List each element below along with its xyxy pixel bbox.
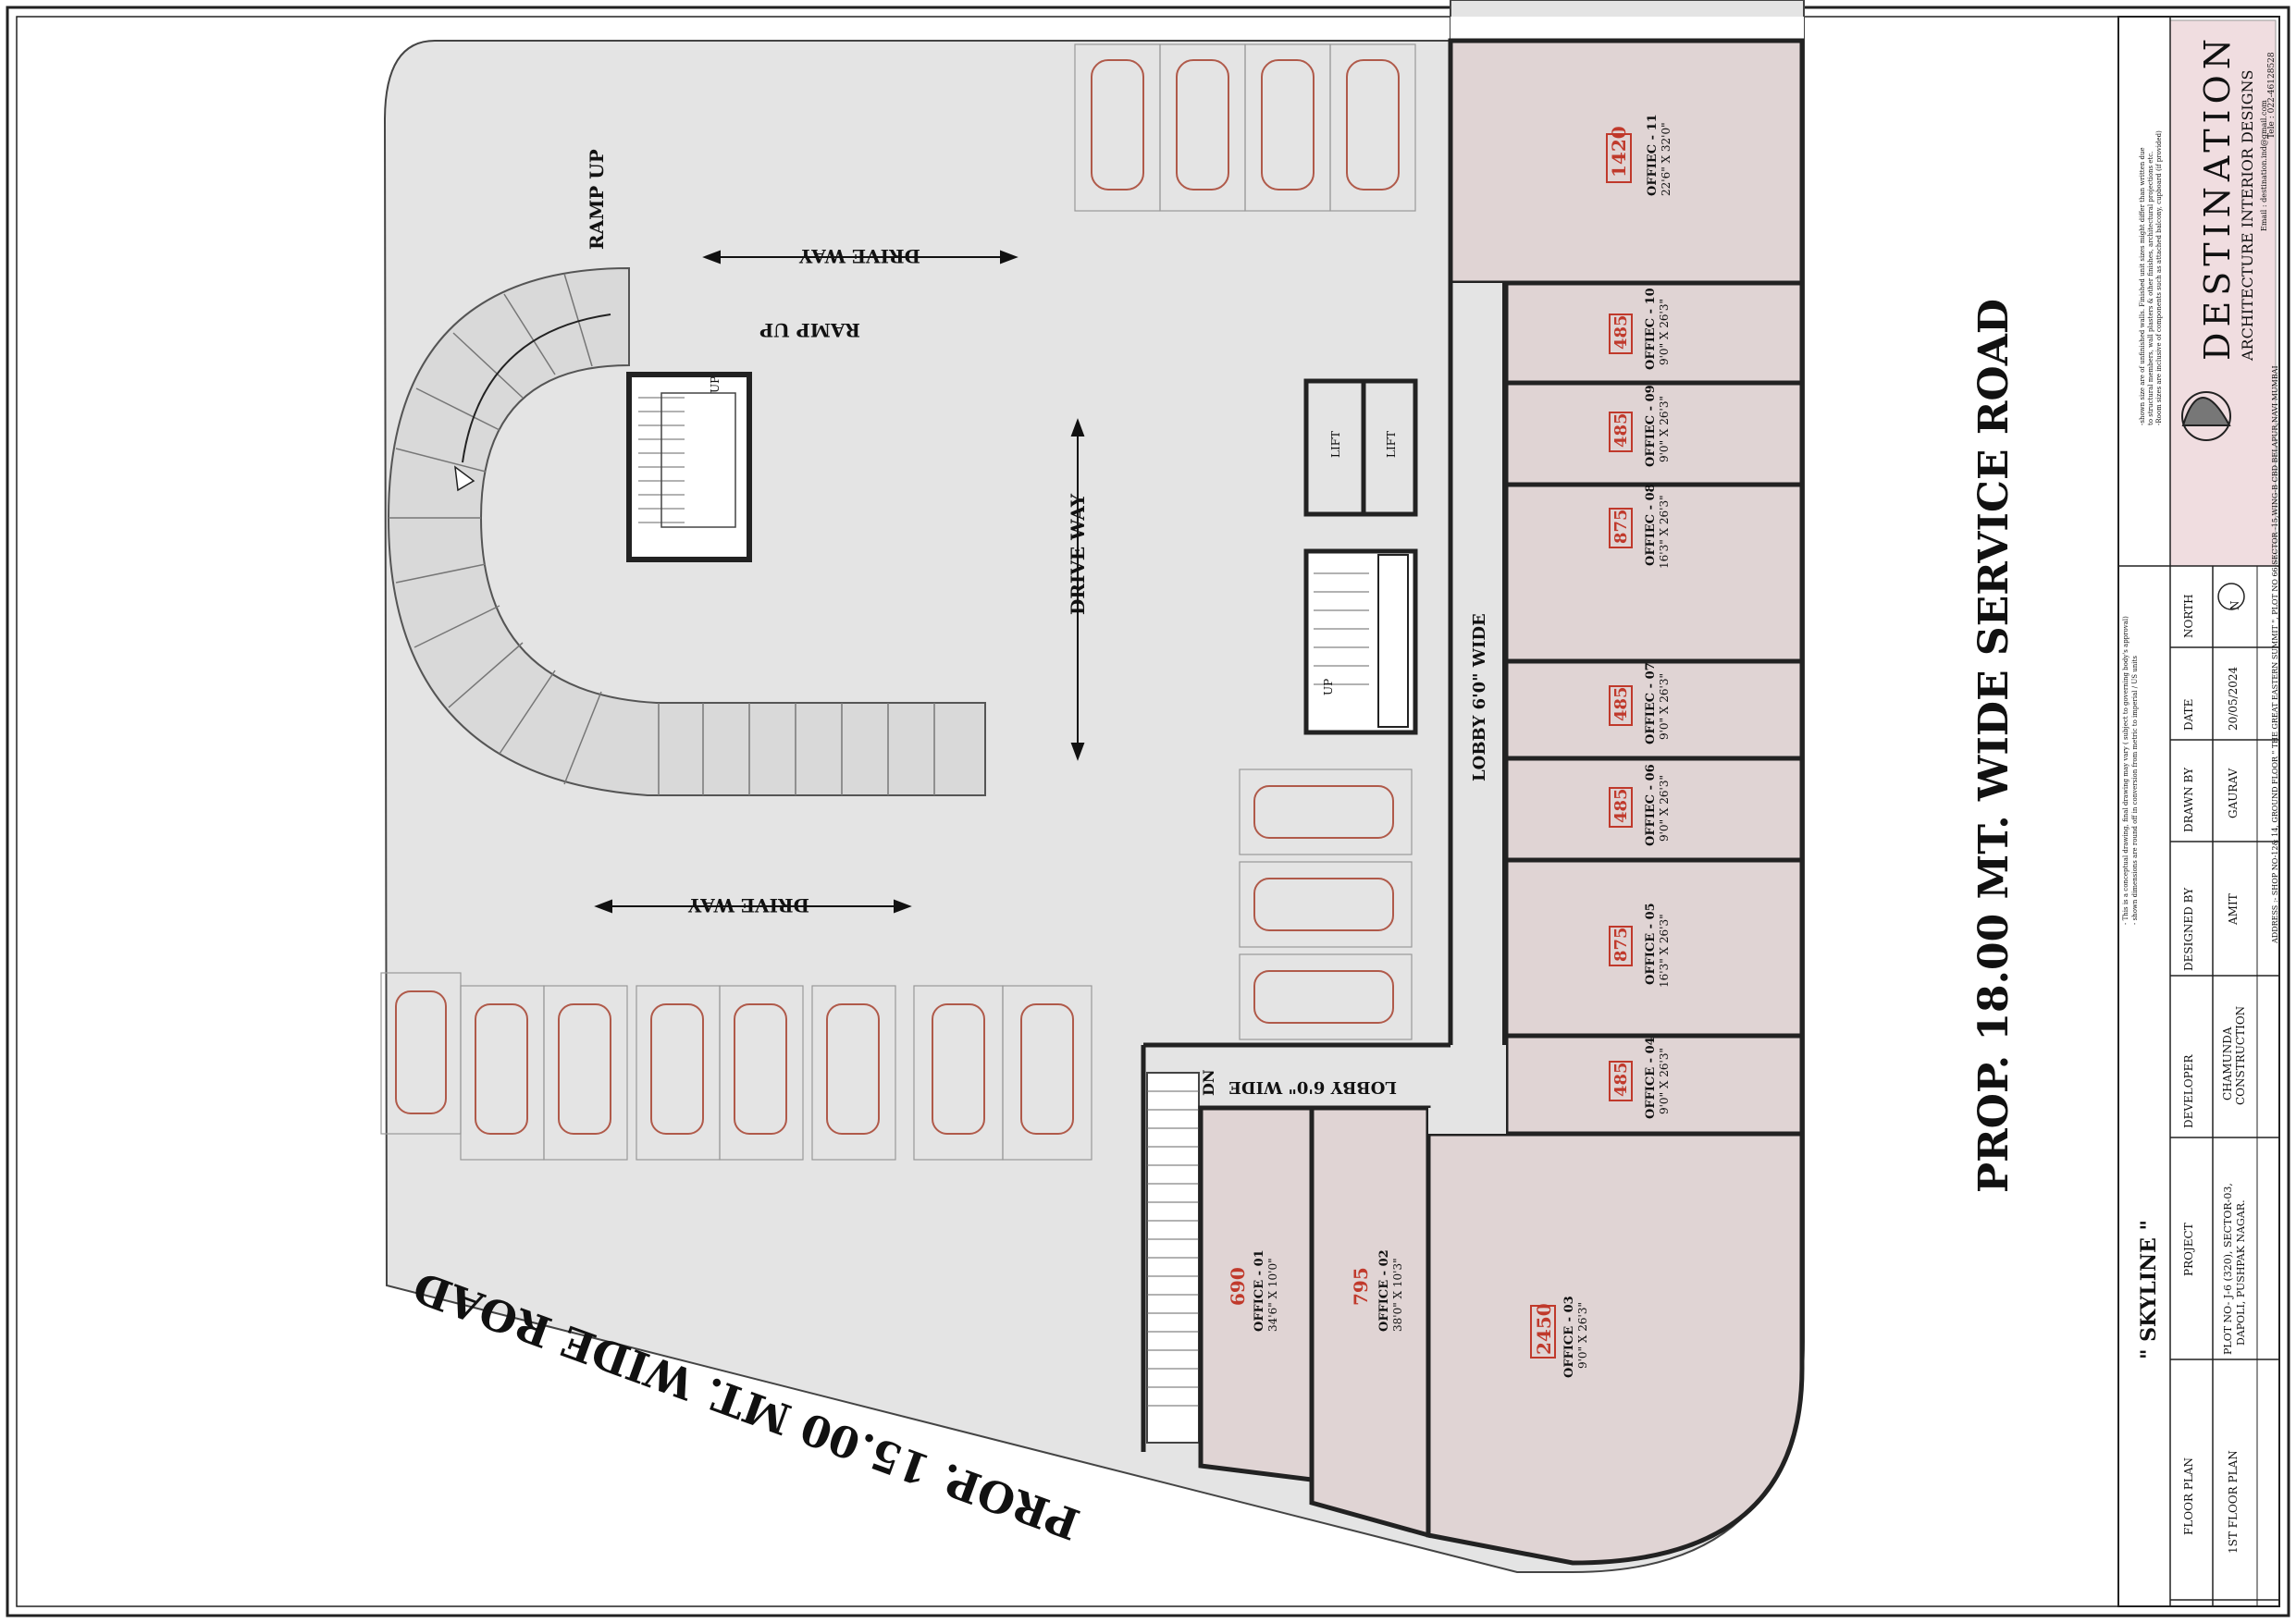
unit-office-03: 2450 OFFICE - 03 9'0" X 26'3" [1530, 1296, 1589, 1378]
drive-way-label-bottom: DRIVE WAY [687, 894, 809, 916]
svg-text:875: 875 [1611, 927, 1631, 962]
svg-text:N: N [2228, 601, 2241, 611]
svg-text:OFFICE - 02: OFFICE - 02 [1377, 1249, 1391, 1332]
svg-text:DATE: DATE [2182, 699, 2195, 731]
svg-text:- shown dimensions are round o: - shown dimensions are round off in conv… [2131, 656, 2139, 925]
building-core [1141, 38, 1805, 1566]
svg-text:FLOOR PLAN: FLOOR PLAN [2182, 1457, 2195, 1535]
svg-text:9'0" X 26'3": 9'0" X 26'3" [1658, 1048, 1671, 1114]
svg-text:DRAWN BY: DRAWN BY [2182, 767, 2195, 832]
svg-text:20/05/2024: 20/05/2024 [2227, 666, 2240, 731]
svg-text:OFFICE - 01: OFFICE - 01 [1253, 1249, 1266, 1332]
svg-text:16'3" X 26'3": 16'3" X 26'3" [1658, 495, 1671, 569]
svg-text:485: 485 [1611, 686, 1631, 721]
lobby-label-vertical: LOBBY 6'0" WIDE [1470, 613, 1489, 781]
lobby-label-horizontal: LOBBY 6'0" WIDE [1228, 1077, 1397, 1097]
svg-text:- This is a conceptual drawing: - This is a conceptual drawing, final dr… [2122, 616, 2129, 925]
svg-text:OFFIEC - 09: OFFIEC - 09 [1644, 385, 1658, 467]
svg-text:NORTH: NORTH [2182, 594, 2195, 638]
svg-text:38'0" X 10'3": 38'0" X 10'3" [1391, 1258, 1404, 1332]
company-tagline: ARCHITECTURE INTERIOR DESIGNS [2239, 70, 2256, 363]
ramp [387, 266, 986, 796]
svg-text:OFFIEC - 08: OFFIEC - 08 [1644, 484, 1658, 566]
svg-text:OFFIEC - 06: OFFIEC - 06 [1644, 764, 1658, 846]
up-label-east: UP [1322, 679, 1335, 695]
svg-text:OFFIEC - 10: OFFIEC - 10 [1644, 288, 1658, 370]
svg-text:9'0" X 26'3": 9'0" X 26'3" [1658, 299, 1671, 365]
stair-core-west [626, 372, 752, 562]
svg-text:AMIT: AMIT [2227, 893, 2240, 926]
ramp-up-label-2: RAMP UP [759, 319, 860, 341]
lift-label-2: LIFT [1385, 431, 1398, 458]
drive-way-label-top: DRIVE WAY [798, 245, 920, 267]
svg-text:9'0" X 26'3": 9'0" X 26'3" [1658, 775, 1671, 842]
svg-text:875: 875 [1611, 509, 1631, 544]
svg-text:485: 485 [1611, 788, 1631, 823]
svg-text:22'6" X 32'0": 22'6" X 32'0" [1660, 122, 1673, 196]
svg-text:PROJECT: PROJECT [2182, 1223, 2195, 1276]
unit-office-05: 875 OFFICE - 05 16'3" X 26'3" [1609, 903, 1671, 988]
svg-text:to structural members, wall pl: to structural members, wall plasters & o… [2147, 152, 2154, 425]
address: ADDRESS :- SHOP NO-12& 14, GROUND FLOOR … [2271, 365, 2279, 944]
company-name: DESTINATION [2197, 33, 2238, 361]
svg-text:GAURAV: GAURAV [2227, 768, 2240, 818]
unit-office-02: 795 OFFICE - 02 38'0" X 10'3" [1350, 1249, 1404, 1332]
svg-text:1ST FLOOR PLAN: 1ST FLOOR PLAN [2227, 1450, 2240, 1554]
svg-text:2450: 2450 [1533, 1303, 1555, 1355]
svg-text:9'0" X 26'3": 9'0" X 26'3" [1658, 673, 1671, 740]
svg-text:OFFIEC - 07: OFFIEC - 07 [1644, 662, 1658, 744]
svg-text:CHAMUNDA: CHAMUNDA [2221, 1027, 2234, 1100]
unit-office-11: 1420 OFFIEC - 11 22'6" X 32'0" [1606, 114, 1673, 196]
svg-text:CONSTRUCTION: CONSTRUCTION [2234, 1006, 2247, 1105]
ramp-up-label: RAMP UP [586, 149, 608, 250]
svg-text:DAPOLI, PUSHPAK NAGAR.: DAPOLI, PUSHPAK NAGAR. [2235, 1199, 2247, 1346]
svg-text:34'6" X 10'0": 34'6" X 10'0" [1266, 1258, 1279, 1332]
company-tele: Tele : 022-46128528 [2267, 52, 2277, 139]
svg-text:OFFICE - 05: OFFICE - 05 [1644, 903, 1658, 985]
svg-text:795: 795 [1350, 1267, 1372, 1306]
unit-office-01: 690 OFFICE - 01 34'6" X 10'0" [1227, 1249, 1279, 1332]
unit-office-09: 485 OFFIEC - 09 9'0" X 26'3" [1609, 385, 1671, 467]
project-name: " SKYLINE " [2137, 1220, 2161, 1359]
title-block: DESTINATION ARCHITECTURE INTERIOR DESIGN… [2117, 16, 2280, 1607]
svg-text:16'3" X 26'3": 16'3" X 26'3" [1658, 914, 1671, 988]
unit-office-10: 485 OFFIEC - 10 9'0" X 26'3" [1609, 288, 1671, 370]
drive-way-arrows [594, 250, 1085, 914]
svg-text:485: 485 [1611, 1062, 1631, 1097]
svg-text:PLOT NO- J-6 (320), SECTOR-03,: PLOT NO- J-6 (320), SECTOR-03, [2222, 1183, 2234, 1355]
lift-label-1: LIFT [1329, 431, 1342, 458]
drive-way-label-vertical: DRIVE WAY [1067, 493, 1089, 615]
dn-label: DN [1200, 1070, 1217, 1097]
company-email: Email : destination.ind@gmail.com [2260, 100, 2268, 231]
svg-text:DESIGNED BY: DESIGNED BY [2182, 887, 2195, 971]
svg-text:OFFICE - 04: OFFICE - 04 [1644, 1037, 1658, 1119]
unit-office-06: 485 OFFIEC - 06 9'0" X 26'3" [1609, 764, 1671, 846]
svg-text:9'0" X 26'3": 9'0" X 26'3" [1658, 396, 1671, 462]
up-label-west: UP [709, 376, 722, 393]
svg-text:485: 485 [1611, 314, 1631, 350]
road-east-label: PROP. 18.00 MT. WIDE SERVICE ROAD [1970, 299, 2018, 1193]
svg-text:-shown size are of unfinished: -shown size are of unfinished walls. Fin… [2139, 147, 2146, 425]
unit-office-08: 875 OFFIEC - 08 16'3" X 26'3" [1609, 484, 1671, 569]
unit-office-04: 485 OFFICE - 04 9'0" X 26'3" [1609, 1037, 1671, 1119]
svg-text:DEVELOPER: DEVELOPER [2182, 1054, 2195, 1128]
svg-text:OFFICE - 03: OFFICE - 03 [1562, 1296, 1576, 1378]
svg-text:1420: 1420 [1608, 126, 1630, 178]
unit-office-07: 485 OFFIEC - 07 9'0" X 26'3" [1609, 662, 1671, 744]
svg-text:690: 690 [1227, 1267, 1249, 1306]
svg-text:-Room sizes are inclusive of c: -Room sizes are inclusive of components … [2155, 130, 2163, 425]
parking-bays [380, 43, 1416, 1161]
svg-text:485: 485 [1611, 412, 1631, 448]
svg-text:9'0" X 26'3": 9'0" X 26'3" [1576, 1302, 1589, 1369]
svg-text:OFFIEC - 11: OFFIEC - 11 [1646, 114, 1660, 196]
